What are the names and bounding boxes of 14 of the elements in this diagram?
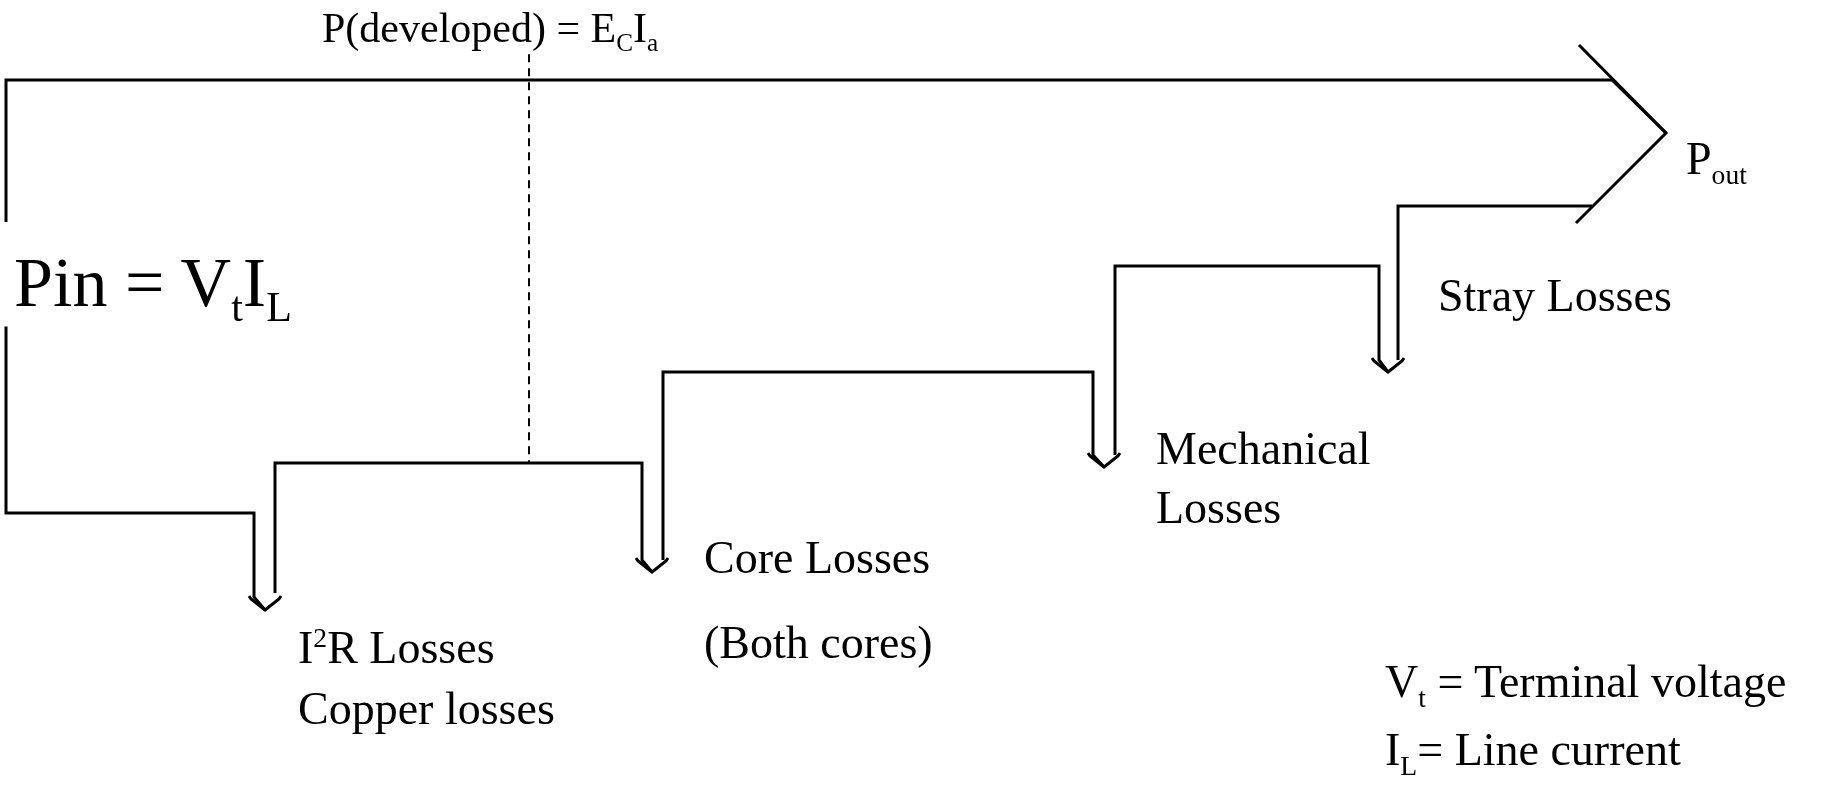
node-label: P$_{out}$ [1686,133,1747,191]
node-label: I$^{2}$R Losses [298,622,495,676]
node-label: Pin = V$_{t}$I$_{L}$ [14,243,292,332]
node-label: (Both cores) [704,616,933,670]
dashed-line [528,53,530,464]
node-label: Mechanical Losses [1156,422,1372,535]
arrow [1113,204,1594,457]
node-label: Stray Losses [1438,270,1672,323]
node-label: Copper losses [298,683,555,737]
node-label: P(developed) = E$_{C}$I$_{a}$ [322,4,659,59]
power-flow-arrow [4,43,1668,225]
legend-note: I$_{L}$= Line current [1385,724,1681,782]
legend-note: V$_{t}$ = Terminal voltage [1385,656,1787,714]
node-label: Core Losses [704,532,931,585]
